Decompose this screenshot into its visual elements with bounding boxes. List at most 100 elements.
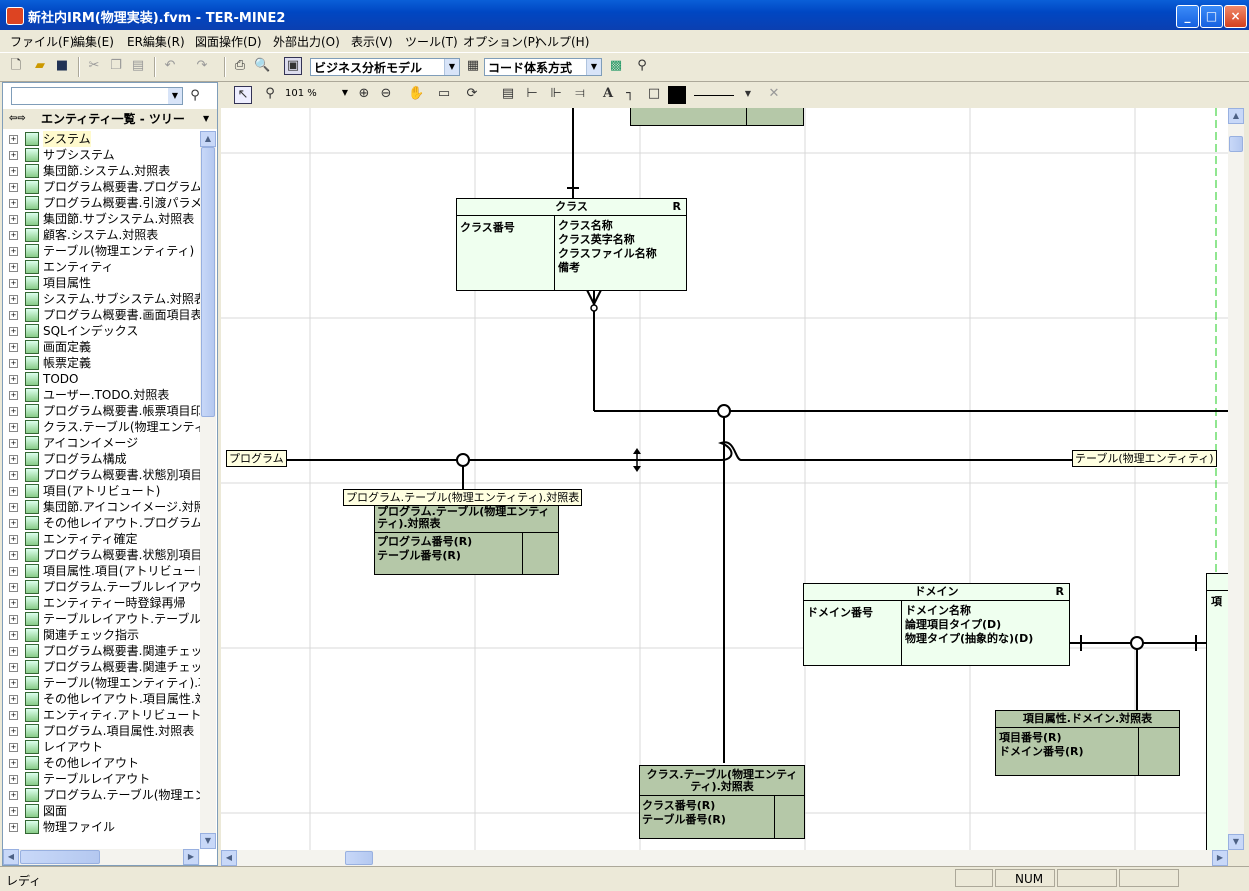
tree-item[interactable]: +項目属性 <box>3 275 201 291</box>
tree-item[interactable]: +プログラム概要書.関連チェック指示 <box>3 643 201 659</box>
expand-icon[interactable]: + <box>9 695 18 704</box>
expand-icon[interactable]: + <box>9 551 18 560</box>
chevron-down-icon[interactable]: ▼ <box>168 88 182 104</box>
menu-help[interactable]: ヘルプ(H) <box>535 35 590 49</box>
expand-icon[interactable]: + <box>9 615 18 624</box>
tree-item[interactable]: +システム <box>3 131 201 147</box>
zoom-out-icon[interactable]: ⊖ <box>380 86 392 101</box>
canvas-vscrollbar[interactable]: ▲ ▼ <box>1228 108 1244 850</box>
app-icon[interactable] <box>6 7 24 25</box>
expand-icon[interactable]: + <box>9 471 18 480</box>
tree-item[interactable]: +その他レイアウト <box>3 755 201 771</box>
print-icon[interactable]: ⎙ <box>234 58 246 73</box>
hscroll-thumb[interactable] <box>20 850 100 864</box>
expand-icon[interactable]: + <box>9 167 18 176</box>
color-swatch[interactable] <box>668 86 686 104</box>
rectangle-tool-icon[interactable]: □ <box>647 86 661 101</box>
grid-icon[interactable]: ▩ <box>609 58 623 73</box>
expand-icon[interactable]: + <box>9 487 18 496</box>
expand-icon[interactable]: + <box>9 295 18 304</box>
chevron-down-icon[interactable]: ▼ <box>586 59 601 75</box>
zoom-select[interactable]: 101 % ▼ <box>282 85 352 103</box>
expand-icon[interactable]: + <box>9 519 18 528</box>
tree-item[interactable]: +項目属性.項目(アトリビュート).対照 <box>3 563 201 579</box>
expand-icon[interactable]: + <box>9 807 18 816</box>
entity-item-domain[interactable]: 項目属性.ドメイン.対照表 項目番号(R) ドメイン番号(R) <box>995 710 1180 776</box>
tree-item[interactable]: +画面定義 <box>3 339 201 355</box>
entity-domain[interactable]: ドメイン R ドメイン番号 ドメイン名称 論理項目タイプ(D) 物理タイプ(抽象… <box>803 583 1070 666</box>
expand-icon[interactable]: + <box>9 343 18 352</box>
er-diagram-canvas[interactable]: クラス R クラス番号 クラス名称 クラス英字名称 クラスファイル名称 備考 プ… <box>221 108 1228 850</box>
expand-icon[interactable]: + <box>9 375 18 384</box>
code-system-select[interactable]: コード体系方式 ▼ <box>484 58 602 76</box>
nav-arrows-icon[interactable]: ⇦⇨ <box>9 113 26 124</box>
chevron-down-icon[interactable]: ▼ <box>203 114 210 123</box>
expand-icon[interactable]: + <box>9 439 18 448</box>
scroll-left-icon[interactable]: ◀ <box>3 849 19 865</box>
tree-item[interactable]: +プログラム概要書.状態別項目入 <box>3 467 201 483</box>
tree-item[interactable]: +関連チェック指示 <box>3 627 201 643</box>
close-button[interactable]: × <box>1224 5 1247 28</box>
tree-item[interactable]: +プログラム概要書.状態別項目入 <box>3 547 201 563</box>
zoom-in-icon[interactable]: ⊕ <box>358 86 370 101</box>
scroll-right-icon[interactable]: ▶ <box>183 849 199 865</box>
tree-item[interactable]: +テーブルレイアウト <box>3 771 201 787</box>
tree-item[interactable]: +図面 <box>3 803 201 819</box>
expand-icon[interactable]: + <box>9 215 18 224</box>
redo-icon[interactable]: ↷ <box>196 58 208 73</box>
delete-icon[interactable]: ✕ <box>768 86 780 101</box>
tree-item[interactable]: +サブシステム <box>3 147 201 163</box>
label-program[interactable]: プログラム <box>226 450 287 467</box>
tree-item[interactable]: +プログラム概要書.帳票項目印字 <box>3 403 201 419</box>
menu-options[interactable]: オプション(P) <box>463 35 540 49</box>
scroll-thumb[interactable] <box>201 147 215 417</box>
expand-icon[interactable]: + <box>9 455 18 464</box>
expand-icon[interactable]: + <box>9 599 18 608</box>
expand-icon[interactable]: + <box>9 231 18 240</box>
scroll-up-icon[interactable]: ▲ <box>200 131 216 147</box>
tree-item[interactable]: +プログラム.テーブル(物理エンティティ <box>3 787 201 803</box>
paste-icon[interactable]: ▤ <box>131 58 145 73</box>
tree-item[interactable]: +プログラム構成 <box>3 451 201 467</box>
copy-icon[interactable]: ❐ <box>110 58 122 73</box>
scroll-thumb[interactable] <box>1229 136 1243 152</box>
expand-icon[interactable]: + <box>9 503 18 512</box>
tree-item[interactable]: +クラス.テーブル(物理エンティティ).対 <box>3 419 201 435</box>
scroll-up-icon[interactable]: ▲ <box>1228 108 1244 124</box>
tree-item[interactable]: +プログラム.項目属性.対照表 <box>3 723 201 739</box>
minimize-button[interactable]: _ <box>1176 5 1199 28</box>
open-folder-icon[interactable]: ▰ <box>35 58 45 73</box>
tree-item[interactable]: +その他レイアウト.プログラム.対照表 <box>3 515 201 531</box>
tree-item[interactable]: +SQLインデックス <box>3 323 201 339</box>
tree-item[interactable]: +集団節.サブシステム.対照表 <box>3 211 201 227</box>
tree-item[interactable]: +集団節.アイコンイメージ.対照表 <box>3 499 201 515</box>
expand-icon[interactable]: + <box>9 423 18 432</box>
expand-icon[interactable]: + <box>9 823 18 832</box>
code-table-icon[interactable]: ▦ <box>466 58 480 73</box>
expand-icon[interactable]: + <box>9 775 18 784</box>
undo-icon[interactable]: ↶ <box>164 58 176 73</box>
save-icon[interactable]: ■ <box>55 58 69 73</box>
entity-search-combo[interactable]: ▼ <box>11 87 183 105</box>
model-view-icon[interactable]: ▣ <box>284 57 302 75</box>
entity-partial-top[interactable] <box>630 108 804 126</box>
tree-item[interactable]: +帳票定義 <box>3 355 201 371</box>
tree-item[interactable]: +プログラム概要書.関連チェック指示 <box>3 659 201 675</box>
expand-icon[interactable]: + <box>9 727 18 736</box>
tree-item[interactable]: +エンティティー時登録再帰 <box>3 595 201 611</box>
menu-view[interactable]: 表示(V) <box>351 35 393 49</box>
expand-icon[interactable]: + <box>9 567 18 576</box>
entity-class-table[interactable]: クラス.テーブル(物理エンティティ).対照表 クラス番号(R) テーブル番号(R… <box>639 765 805 839</box>
fit-page-icon[interactable]: ▭ <box>437 86 451 101</box>
text-tool-icon[interactable]: A <box>602 86 614 101</box>
expand-icon[interactable]: + <box>9 583 18 592</box>
relation-icon[interactable]: ⊢ <box>526 86 538 101</box>
tree-item[interactable]: +顧客.システム.対照表 <box>3 227 201 243</box>
menu-tools[interactable]: ツール(T) <box>405 35 458 49</box>
tree-item[interactable]: +テーブル(物理エンティティ).項目( <box>3 675 201 691</box>
tree-item[interactable]: +プログラム概要書.プログラムアクセ <box>3 179 201 195</box>
tree-item[interactable]: +テーブルレイアウト.テーブル(物理エ <box>3 611 201 627</box>
menu-edit[interactable]: 編集(E) <box>73 35 114 49</box>
chevron-down-icon[interactable]: ▼ <box>341 88 349 97</box>
binoculars-icon[interactable]: ⚲ <box>637 58 647 73</box>
